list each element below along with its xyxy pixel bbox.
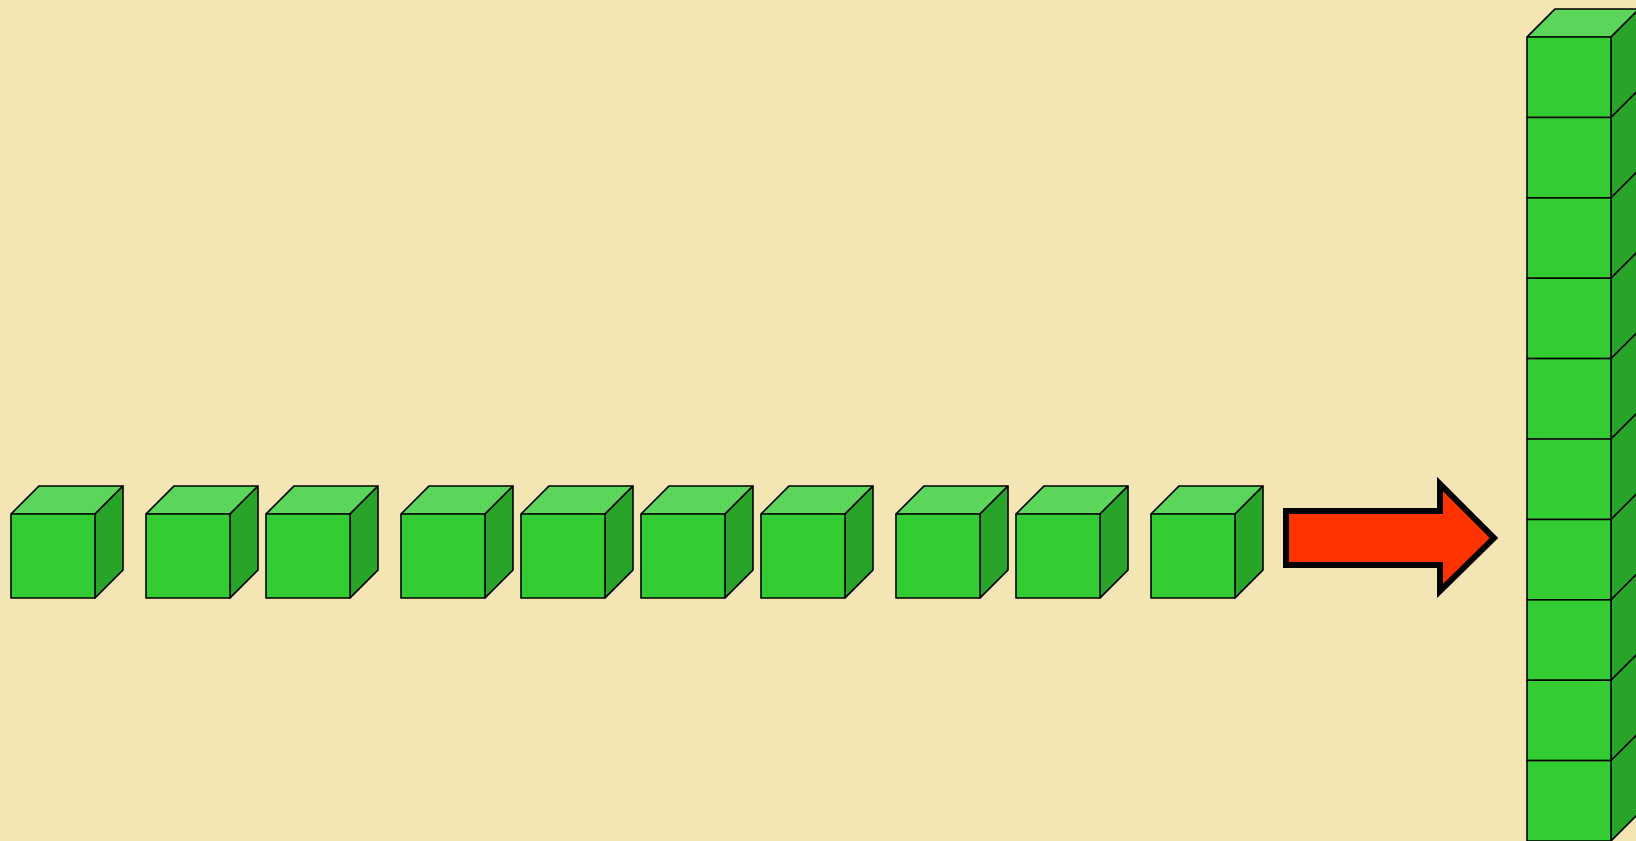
tower-cube-front-face [1527,439,1611,519]
unit-cube [896,486,1008,598]
tower-cube-front-face [1527,198,1611,278]
cube-front-face [641,514,725,598]
ten-cube-tower [1527,9,1636,841]
cube-front-face [146,514,230,598]
cube-front-face [401,514,485,598]
unit-cube [641,486,753,598]
tower-cube-front-face [1527,761,1611,841]
unit-cube [1016,486,1128,598]
cube-front-face [761,514,845,598]
unit-cube [401,486,513,598]
cube-front-face [1151,514,1235,598]
cube-front-face [521,514,605,598]
unit-cube [761,486,873,598]
unit-cube [1151,486,1263,598]
tower-cube-front-face [1527,117,1611,197]
unit-cube [146,486,258,598]
cube-front-face [11,514,95,598]
tower-cube-front-face [1527,359,1611,439]
unit-cube [521,486,633,598]
cube-front-face [266,514,350,598]
tower-cube-front-face [1527,37,1611,117]
cube-front-face [1016,514,1100,598]
unit-cube [266,486,378,598]
unit-cube [11,486,123,598]
tower-cube-front-face [1527,278,1611,358]
cube-front-face [896,514,980,598]
tower-cube-front-face [1527,519,1611,599]
tower-cube-front-face [1527,680,1611,760]
tower-cube-front-face [1527,600,1611,680]
